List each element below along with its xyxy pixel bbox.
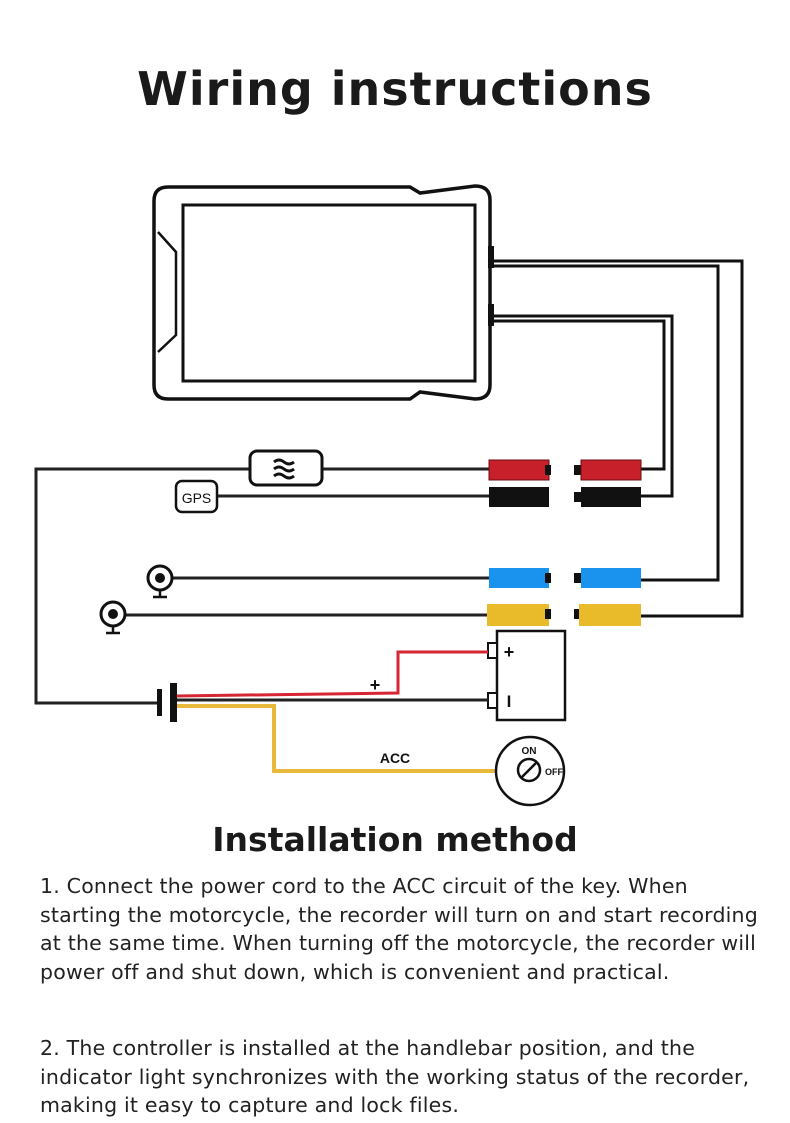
connector-blue [489,568,641,588]
page-title: Wiring instructions [137,62,653,116]
battery: + I [487,629,567,722]
device-cables [492,259,744,618]
camera-icon [99,600,127,635]
recorder-device [152,184,494,401]
power-wires: + ACC [157,650,497,773]
wire-plus-label: + [370,675,381,695]
battery-minus-label: I [507,692,512,711]
gps-label: GPS [182,490,212,506]
battery-plus-label: + [504,642,515,662]
filter-box [248,449,324,487]
wiring-diagram: GPS + I [34,184,744,807]
connector-yellow [487,604,641,626]
acc-label: ACC [380,750,410,766]
key-off-label: OFF [545,767,563,777]
connector-red [488,459,642,481]
installation-step: 2. The controller is installed at the ha… [40,1036,750,1118]
installation-heading: Installation method [212,820,578,859]
key-on-label: ON [522,746,537,757]
gps-module: GPS [174,479,219,514]
connector-black [489,487,641,507]
left-cables [34,467,490,705]
ignition-key-icon: ON OFF [494,735,566,807]
camera-icon [146,564,174,599]
installation-step: 1. Connect the power cord to the ACC cir… [40,874,758,985]
